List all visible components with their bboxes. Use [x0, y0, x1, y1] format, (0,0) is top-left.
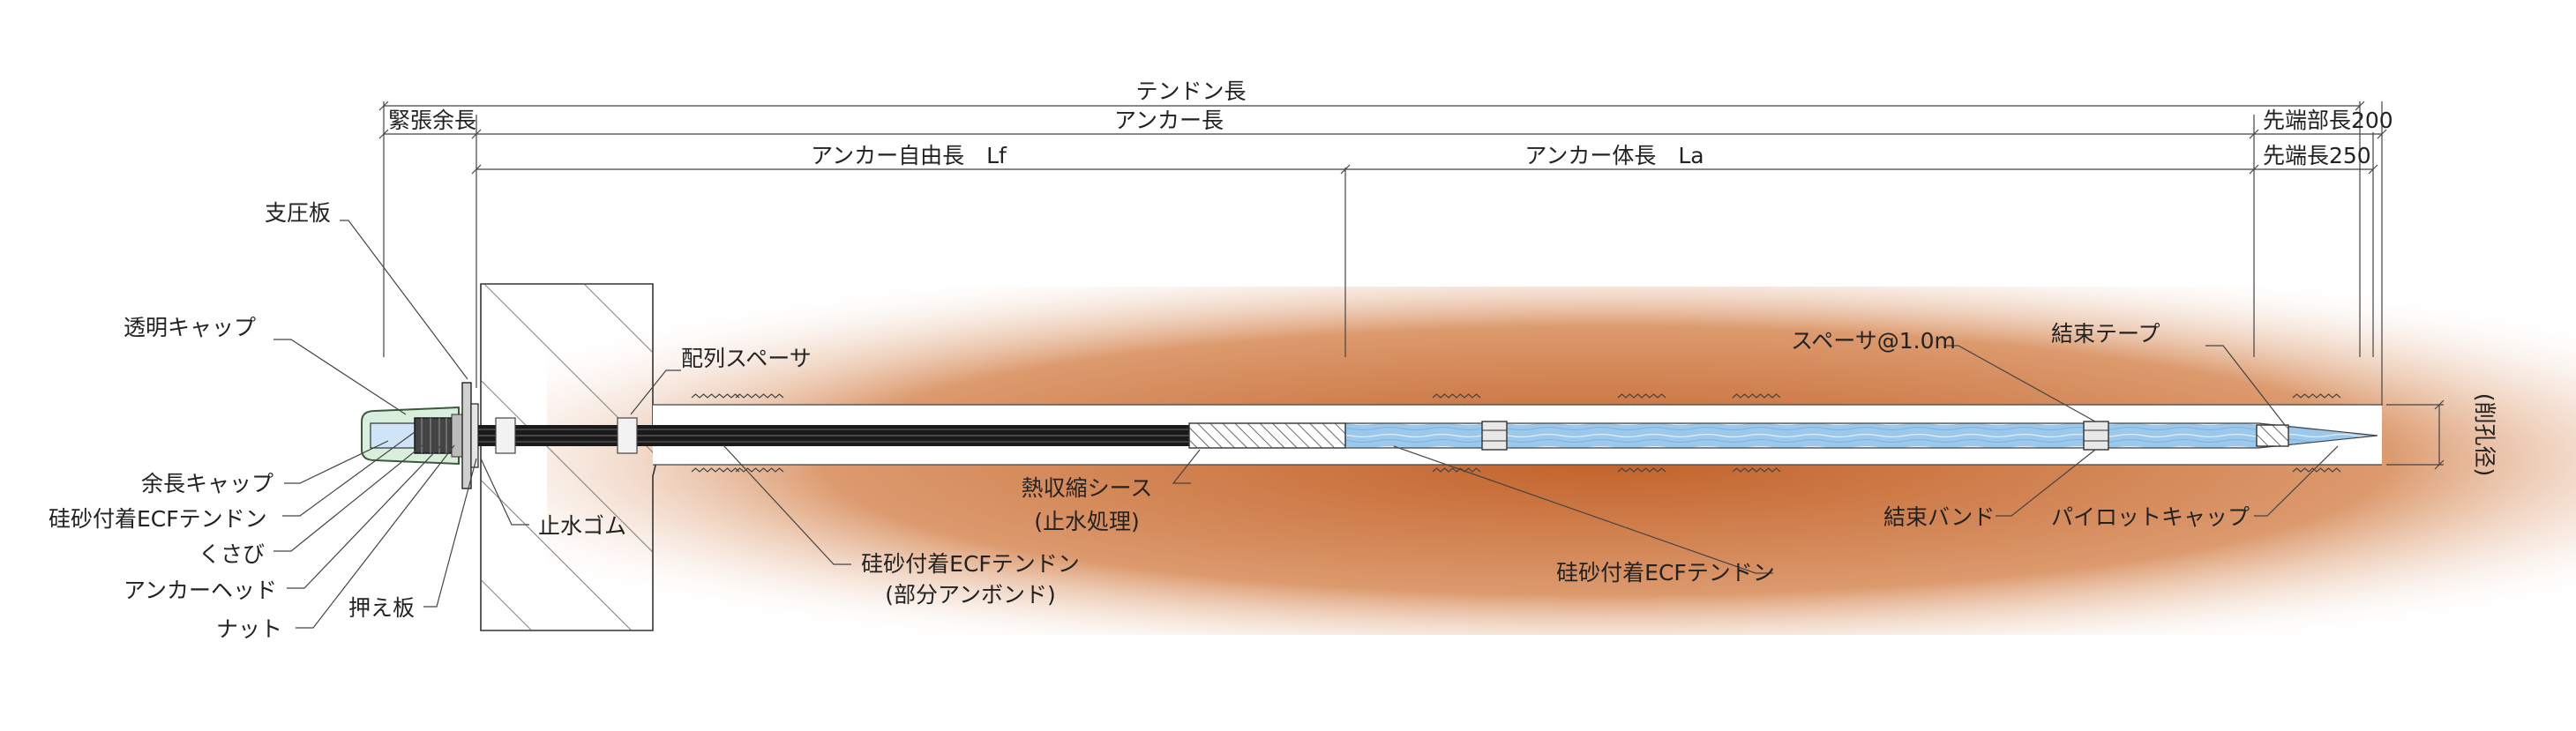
- tip-part-length-label: 先端部長200: [2263, 108, 2393, 133]
- ecf-tendon-head-label: 硅砂付着ECFテンドン: [49, 506, 267, 532]
- break-mark: [735, 393, 784, 399]
- anchor-body: [1344, 422, 2378, 449]
- drill-diameter-label: (削孔径): [2472, 393, 2497, 477]
- wedge-label: くさび: [198, 541, 265, 567]
- extra-cap-label: 余長キャップ: [141, 471, 273, 496]
- heat-shrink-sublabel: (止水処理): [1034, 509, 1140, 534]
- free-length-label: アンカー自由長 Lf: [811, 143, 1007, 168]
- ecf-tendon-body-label: 硅砂付着ECFテンドン: [1556, 560, 1775, 586]
- tension-extra-length-label: 緊張余長: [388, 108, 476, 133]
- tip-length-label: 先端長250: [2263, 143, 2371, 168]
- pilot-cap-label: パイロットキャップ: [2051, 504, 2250, 530]
- anchor-head-label: アンカーヘッド: [124, 578, 277, 603]
- body-spacers: [1481, 421, 2109, 451]
- break-mark: [2292, 393, 2341, 399]
- body-length-label: アンカー体長 La: [1524, 143, 1704, 168]
- ecf-partial-label: 硅砂付着ECFテンドン: [861, 551, 1080, 577]
- break-mark: [691, 467, 740, 473]
- break-mark: [1732, 467, 1781, 473]
- break-mark: [691, 393, 740, 399]
- anchor-head-block: [414, 417, 453, 454]
- array-spacers: [495, 417, 638, 454]
- break-mark: [1617, 393, 1666, 399]
- break-mark: [1732, 393, 1781, 399]
- break-mark: [1432, 393, 1481, 399]
- array-spacer-label: 配列スペーサ: [681, 346, 812, 371]
- binding-band-label: 結束バンド: [1883, 504, 1995, 530]
- transparent-cap-label: 透明キャップ: [124, 315, 256, 340]
- anchor-head-assembly: [361, 382, 479, 489]
- tendon-length-label: テンドン長: [1135, 78, 1246, 104]
- break-mark: [1617, 467, 1666, 473]
- anchor-length-label: アンカー長: [1114, 108, 1224, 133]
- ecf-partial-sublabel: (部分アンボンド): [885, 582, 1056, 608]
- nut-block: [451, 414, 463, 458]
- spacer-label: スペーサ@1.0m: [1791, 328, 1956, 354]
- press-plate-block: [470, 403, 479, 468]
- heat-shrink-label: 熱収縮シース: [1022, 475, 1153, 501]
- hole-break-marks: [691, 393, 2341, 473]
- bearing-plate-block: [461, 382, 472, 489]
- press-plate-label: 押え板: [348, 595, 415, 621]
- leader-lines: [273, 220, 2339, 629]
- waterstop-rubber-label: 止水ゴム: [538, 513, 626, 539]
- concrete-wall: [480, 283, 658, 631]
- break-mark: [735, 467, 784, 473]
- nut-label: ナット: [216, 616, 282, 642]
- dimension-lines: [378, 101, 2445, 470]
- free-length-tendon: [476, 425, 1189, 446]
- break-mark: [1432, 467, 1481, 473]
- binding-tape-label: 結束テープ: [2051, 321, 2160, 347]
- bearing-plate-label: 支圧板: [265, 200, 331, 226]
- break-mark: [2292, 467, 2341, 473]
